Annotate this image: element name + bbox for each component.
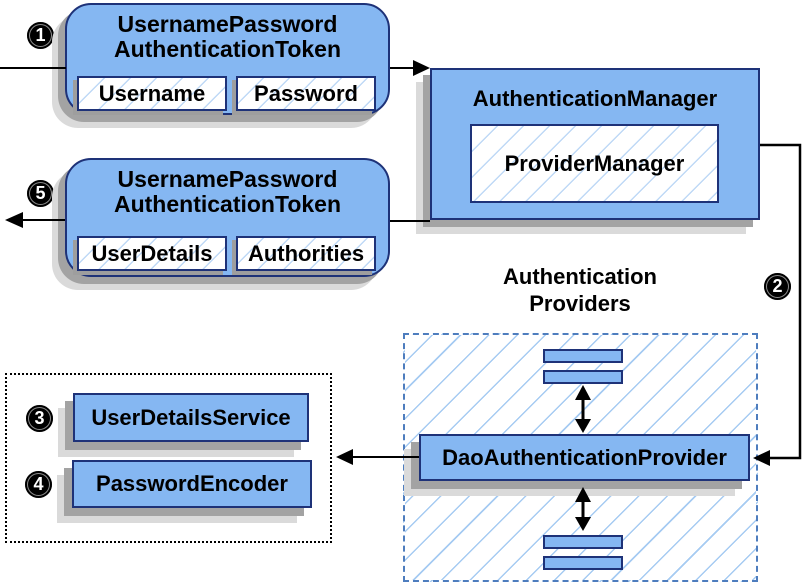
collaborators-group <box>5 373 332 543</box>
provider-manager-box: ProviderManager <box>470 124 719 203</box>
authentication-providers-label-line2: Providers <box>529 291 631 316</box>
username-field-label: Username <box>98 80 206 106</box>
provider-manager-label: ProviderManager <box>504 150 685 176</box>
username-field-box: Username <box>77 76 227 111</box>
connector-token-to-manager <box>390 60 430 76</box>
response-token-title: UsernamePassword AuthenticationToken <box>67 167 388 217</box>
request-token-title-line2: AuthenticationToken <box>113 36 341 62</box>
step-1-badge: 1 <box>27 22 54 49</box>
response-token-box: UsernamePassword AuthenticationToken Use… <box>65 158 390 277</box>
response-token-title-line1: UsernamePassword <box>117 166 338 192</box>
provider-placeholder-bar <box>543 556 623 570</box>
authentication-providers-label-line1: Authentication <box>503 264 657 289</box>
user-details-field-box: UserDetails <box>77 236 227 271</box>
user-details-field-label: UserDetails <box>91 240 213 266</box>
authorities-field-label: Authorities <box>247 240 365 266</box>
authentication-manager-title: AuthenticationManager <box>472 86 718 111</box>
step-4-badge: 4 <box>25 471 52 498</box>
request-token-box: UsernamePassword AuthenticationToken Use… <box>65 3 390 115</box>
provider-placeholder-bar <box>543 370 623 384</box>
authentication-providers-container: DaoAuthenticationProvider <box>403 333 758 582</box>
response-token-title-line2: AuthenticationToken <box>113 191 341 217</box>
dao-authentication-provider-label: DaoAuthenticationProvider <box>442 444 727 470</box>
password-encoder-box: PasswordEncoder <box>72 460 312 508</box>
response-token-fields: UserDetails Authorities <box>77 236 376 271</box>
step-3-badge: 3 <box>26 405 53 432</box>
step-5-badge: 5 <box>27 180 54 207</box>
request-token-title-line1: UsernamePassword <box>117 11 338 37</box>
connector-response-out <box>5 212 65 228</box>
request-token-title: UsernamePassword AuthenticationToken <box>67 12 388 62</box>
provider-placeholder-bar <box>543 349 623 363</box>
user-details-service-label: UserDetailsService <box>91 404 291 430</box>
connector-manager-to-provider <box>753 143 802 466</box>
authentication-providers-label: Authentication Providers <box>455 263 705 317</box>
provider-placeholder-bar <box>543 535 623 549</box>
authentication-manager-box: AuthenticationManager ProviderManager <box>430 68 760 220</box>
dao-authentication-provider-box: DaoAuthenticationProvider <box>419 434 750 481</box>
step-2-badge: 2 <box>764 273 791 300</box>
user-details-service-box: UserDetailsService <box>73 393 309 442</box>
authorities-field-box: Authorities <box>236 236 376 271</box>
password-field-box: Password <box>236 76 376 111</box>
request-token-fields: Username Password <box>77 76 376 111</box>
password-encoder-label: PasswordEncoder <box>96 471 288 496</box>
password-field-label: Password <box>254 80 358 106</box>
